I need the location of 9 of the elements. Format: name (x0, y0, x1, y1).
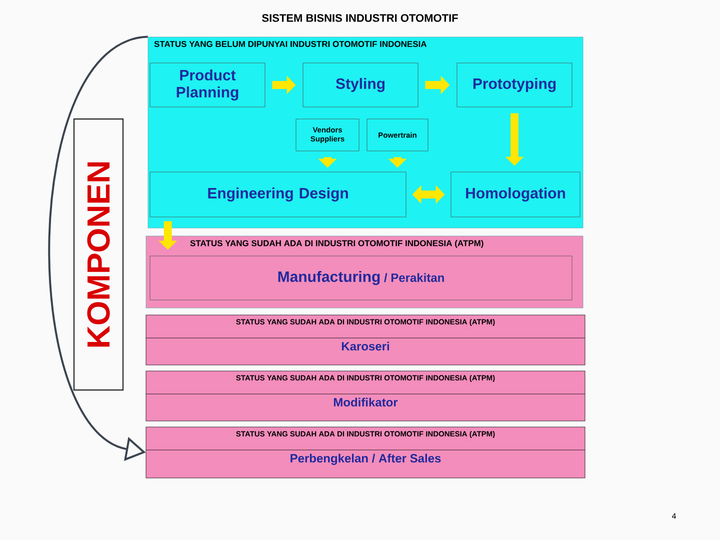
process-box: Product Planning (150, 62, 266, 108)
process-box: Styling (302, 62, 418, 108)
process-box: Prototyping (456, 62, 572, 108)
process-box: Manufacturing / Perakitan (150, 256, 572, 300)
process-box: Homologation (450, 172, 580, 218)
vertical-label-box: KOMPONEN (73, 118, 124, 391)
title: SISTEM BISNIS INDUSTRI OTOMOTIF (262, 14, 458, 22)
process-box: Engineering Design (150, 172, 406, 218)
page-number: 4 (672, 513, 676, 519)
